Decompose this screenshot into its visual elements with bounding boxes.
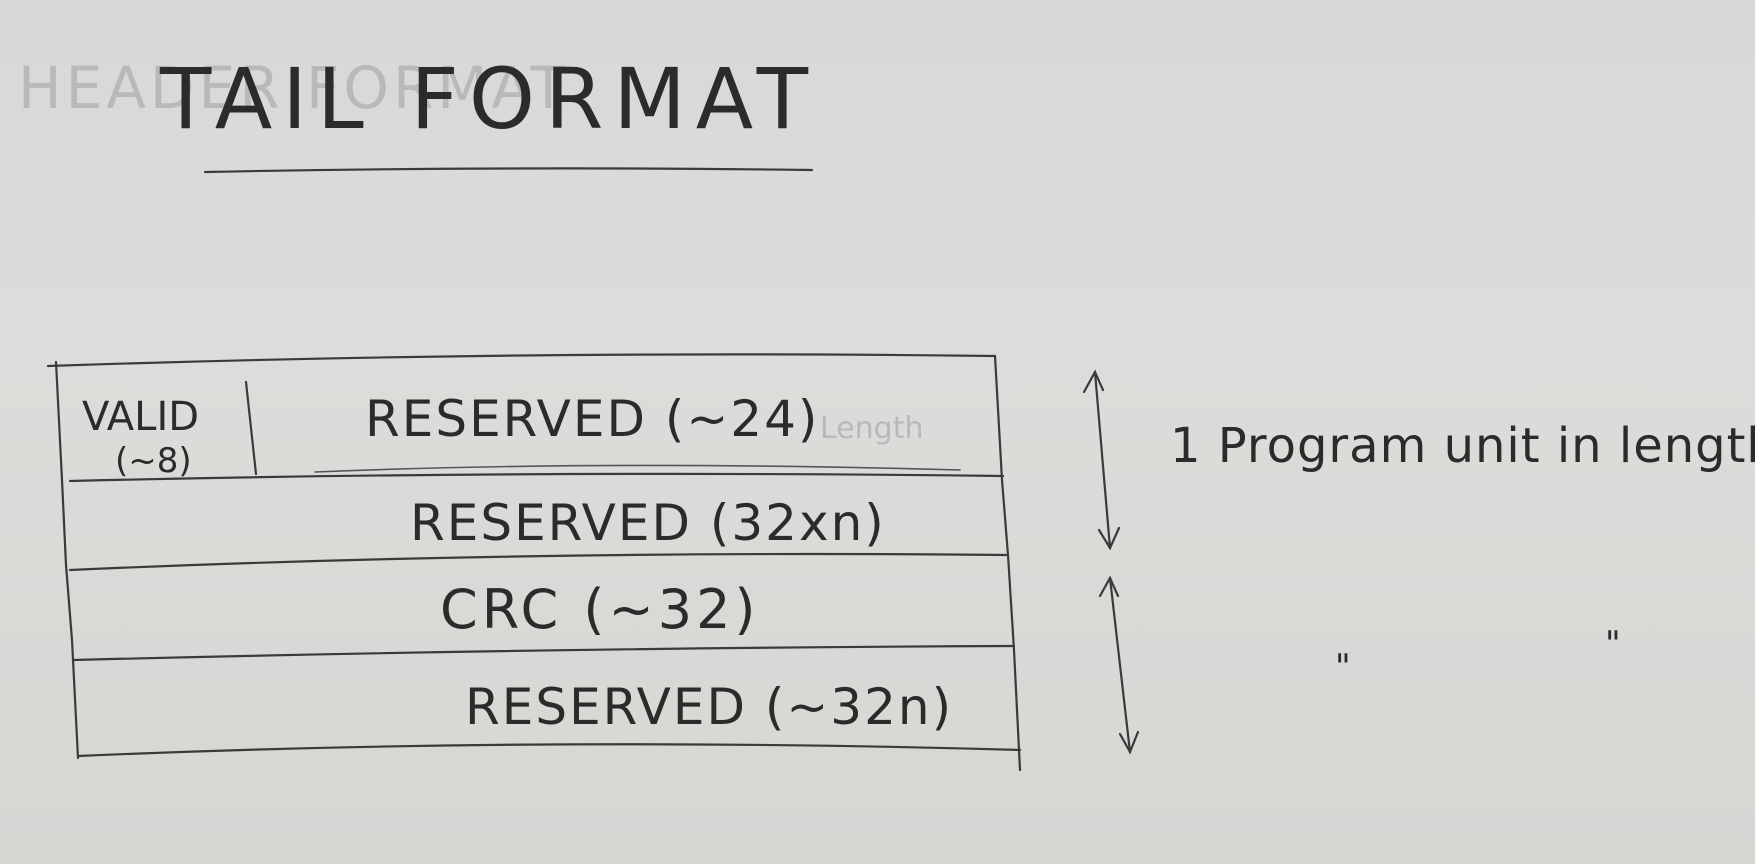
- diagram-title: TAIL FORMAT: [159, 50, 818, 148]
- table-left-border: [54, 360, 80, 760]
- row-divider-3: [72, 644, 1016, 662]
- table-right-border: [993, 354, 1022, 772]
- faded-length-text: Length: [820, 411, 923, 446]
- valid-cell-divider: [244, 380, 258, 476]
- valid-field-label: VALID: [82, 394, 199, 440]
- valid-field-size: (~8): [115, 441, 192, 481]
- upper-double-arrow: [1082, 369, 1121, 551]
- row-divider-1: [68, 472, 1005, 483]
- row-1-extra-line: [314, 464, 961, 473]
- reserved-32xn-field-label: RESERVED (32xn): [410, 494, 886, 552]
- crc-field-label: CRC (~32): [440, 578, 760, 641]
- row-divider-2: [68, 552, 1010, 572]
- table-bottom-border: [76, 743, 1022, 758]
- title-underline: [203, 167, 814, 174]
- reserved-32n-field-label: RESERVED (~32n): [465, 678, 953, 736]
- ditto-mark-left: ": [1335, 647, 1351, 687]
- reserved-24-field-label: RESERVED (~24): [365, 390, 819, 448]
- faded-header-title: HEADER FORMAT: [18, 54, 570, 122]
- lower-double-arrow: [1098, 575, 1140, 755]
- table-top-border: [46, 353, 997, 368]
- ditto-mark-right: ": [1605, 624, 1621, 664]
- tail-format-table: [46, 353, 1022, 772]
- program-unit-annotation: 1 Program unit in length: [1170, 418, 1755, 474]
